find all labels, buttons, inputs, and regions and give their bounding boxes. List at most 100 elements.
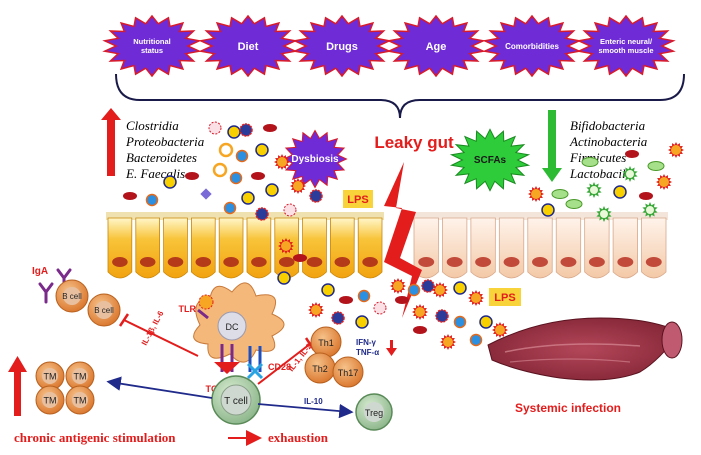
- cytokine-down-arrow: [386, 340, 397, 356]
- bacterium: [435, 309, 449, 323]
- bacterium: [277, 271, 291, 285]
- epithelial-cell: [302, 217, 327, 279]
- epithelial-cell: [330, 217, 355, 279]
- bacterium: [479, 315, 493, 329]
- iga-label: IgA: [32, 266, 48, 277]
- bacterium: [212, 162, 228, 178]
- lps-box-left: LPS: [343, 190, 373, 208]
- bacterium: [123, 192, 137, 200]
- bacterium: [656, 174, 672, 190]
- svg-text:B cell: B cell: [94, 306, 114, 315]
- tcr-receptor: [214, 344, 240, 374]
- factor-label: Nutritional: [133, 37, 171, 46]
- bacterium: [613, 185, 627, 199]
- epithelial-cell: [641, 217, 667, 279]
- bacterium: [440, 334, 456, 350]
- epithelial-cell: [191, 217, 216, 279]
- bacterium: [251, 172, 265, 180]
- bacterium: [357, 289, 371, 303]
- bacteria-particles: [123, 121, 684, 350]
- bacteria-proteobacteria: Proteobacteria: [125, 134, 205, 149]
- bacterium: [432, 282, 448, 298]
- tm-label: TM: [74, 396, 87, 406]
- increase-arrow: [8, 356, 27, 416]
- bacterium: [283, 203, 297, 217]
- svg-text:LPS: LPS: [494, 292, 515, 304]
- dysbiosis-label: Dysbiosis: [291, 154, 339, 165]
- bacterium: [293, 254, 307, 262]
- epithelium-right: [412, 212, 668, 279]
- bacterium: [528, 186, 544, 202]
- bacteria-lactobacilli: Lactobacilli: [569, 166, 633, 181]
- bacterium: [255, 207, 269, 221]
- factor-star-5: Comorbidities: [482, 14, 582, 78]
- treg-cell: Treg: [355, 393, 393, 431]
- epithelial-cell: [584, 217, 610, 279]
- scfas-badge: SCFAs: [449, 128, 531, 192]
- bacterium: [239, 123, 253, 137]
- bacterium: [390, 278, 406, 294]
- bacterium: [235, 149, 249, 163]
- b-cell-1: B cell: [55, 279, 89, 313]
- factor-label: Diet: [238, 41, 259, 53]
- bacterium: [647, 161, 665, 171]
- bacterium: [541, 203, 555, 217]
- epithelial-cell: [527, 217, 553, 279]
- bacterium: [208, 121, 222, 135]
- th1-cell: Th1: [310, 326, 342, 358]
- bacteria-bifidobacteria: Bifidobacteria: [570, 118, 646, 133]
- factor-star-2: Diet: [198, 14, 298, 78]
- factor-label: Drugs: [326, 41, 358, 53]
- bacterium: [453, 315, 467, 329]
- bacterium: [218, 142, 234, 158]
- exhaustion-label: exhaustion: [268, 430, 329, 445]
- tm-label: TM: [44, 396, 57, 406]
- bacterium: [185, 172, 199, 180]
- bacterium: [407, 283, 421, 297]
- factor-label: smooth muscle: [598, 46, 653, 55]
- bacterium: [263, 124, 277, 132]
- bacterium: [255, 143, 269, 157]
- ifn-gamma-label: IFN-γ: [356, 338, 377, 347]
- bacterium: [355, 315, 369, 329]
- svg-text:LPS: LPS: [347, 194, 368, 206]
- bacterium: [145, 193, 159, 207]
- bacterium: [565, 199, 583, 209]
- bacterium: [642, 202, 658, 218]
- lps-box-right: LPS: [489, 288, 521, 306]
- factor-label: Comorbidities: [505, 42, 559, 51]
- tm-cell: TM: [35, 361, 65, 391]
- b-cell-2: B cell: [87, 293, 121, 327]
- healthy-epithelium-left: [106, 212, 384, 279]
- bacterium: [668, 142, 684, 158]
- bacterium: [453, 281, 467, 295]
- chronic-stimulation-label: chronic antigenic stimulation: [14, 430, 176, 445]
- bacterium: [308, 302, 324, 318]
- svg-text:B cell: B cell: [62, 292, 82, 301]
- cd28-receptor: [246, 346, 264, 380]
- factor-star-4: Age: [386, 14, 486, 78]
- bacterium: [229, 171, 243, 185]
- bacterium: [223, 201, 237, 215]
- bacterium: [412, 304, 428, 320]
- bacteria-e-faecalis: E. Faecalis: [125, 166, 185, 181]
- bacterium: [581, 157, 599, 167]
- factor-star-3: Drugs: [292, 14, 392, 78]
- svg-text:T cell: T cell: [224, 396, 248, 407]
- bacterium: [200, 188, 212, 200]
- tnf-alpha-label: TNF-α: [356, 348, 379, 357]
- t-cell: T cell: [211, 375, 261, 425]
- tm-cell: TM: [65, 385, 95, 415]
- bacteria-clostridia: Clostridia: [126, 118, 179, 133]
- blood-vessel: [487, 317, 683, 381]
- factor-label: Age: [426, 41, 447, 53]
- il1b-il6-label: IL-1β, IL-6: [140, 309, 166, 347]
- epithelial-cell: [442, 217, 468, 279]
- factor-label: status: [141, 46, 163, 55]
- svg-text:Th2: Th2: [312, 364, 328, 374]
- tm-label: TM: [74, 372, 87, 382]
- harmful-bacteria-group: Clostridia Proteobacteria Bacteroidetes …: [101, 108, 205, 181]
- bacterium: [625, 150, 639, 158]
- svg-text:DC: DC: [226, 322, 239, 332]
